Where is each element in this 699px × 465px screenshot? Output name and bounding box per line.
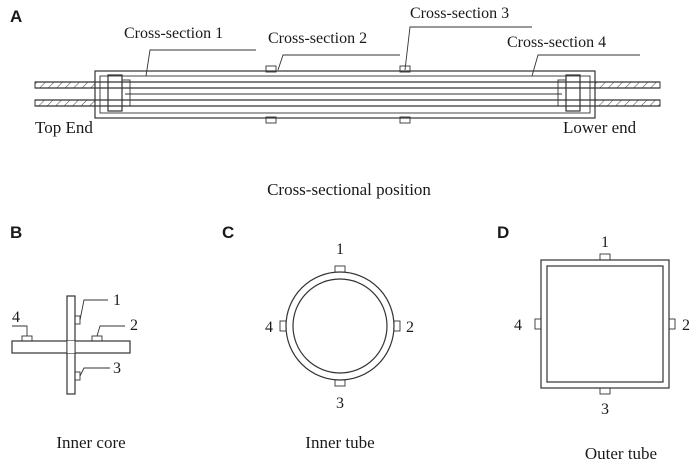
leader-b-3 xyxy=(79,367,110,377)
num-c-4: 4 xyxy=(265,319,273,336)
gauge-d-1 xyxy=(599,253,611,261)
label-cross-section-1: Cross-section 1 xyxy=(124,25,223,42)
caption-inner-core: Inner core xyxy=(56,433,125,452)
num-d-2: 2 xyxy=(682,317,690,334)
panel-a: A Cross-section 1 Cross-section 2 Cro xyxy=(10,5,661,199)
label-cross-section-4: Cross-section 4 xyxy=(507,34,606,51)
inner-tube-side-view xyxy=(99,75,591,114)
gauge-c-4 xyxy=(279,320,287,332)
num-c-2: 2 xyxy=(406,319,414,336)
caption-cross-sectional-position: Cross-sectional position xyxy=(267,180,431,199)
core-intersection xyxy=(67,341,75,353)
label-cross-section-2: Cross-section 2 xyxy=(268,30,367,47)
gauge-b-4 xyxy=(21,335,33,342)
panel-d: D 1 2 3 4 Outer tube xyxy=(497,223,690,463)
inner-tube-outer-circle xyxy=(285,271,395,381)
leader-b-4 xyxy=(12,325,28,336)
caption-inner-tube: Inner tube xyxy=(305,433,374,452)
label-cross-section-3: Cross-section 3 xyxy=(410,5,509,22)
num-b-3: 3 xyxy=(113,360,121,377)
caption-outer-tube: Outer tube xyxy=(585,444,657,463)
num-c-1: 1 xyxy=(336,241,344,258)
leader-b-1 xyxy=(79,299,108,321)
leader-cs3 xyxy=(404,26,532,71)
gauge-cs3-bottom xyxy=(399,116,411,124)
label-top-end: Top End xyxy=(35,118,93,137)
outer-tube-inner-square xyxy=(546,265,664,383)
gauge-cs2-top xyxy=(265,65,277,73)
panel-letter-c: C xyxy=(222,223,234,242)
num-c-3: 3 xyxy=(336,395,344,412)
hatch-left-lower xyxy=(34,99,96,107)
end-plate-left xyxy=(121,79,131,107)
leader-cs4 xyxy=(531,54,640,77)
leader-cs2 xyxy=(277,54,400,71)
panel-c: C 1 2 3 4 Inner tube xyxy=(222,223,414,452)
gauge-d-2 xyxy=(668,318,676,330)
inner-tube-inner-circle xyxy=(292,278,388,374)
leader-cs1 xyxy=(145,49,256,77)
end-plate-right xyxy=(557,79,567,107)
gauge-b-1 xyxy=(74,315,81,325)
gauge-c-3 xyxy=(334,379,346,387)
gauge-b-2 xyxy=(91,335,103,342)
num-b-2: 2 xyxy=(130,317,138,334)
panel-b: B 1 2 3 4 Inner core xyxy=(10,223,138,452)
outer-tube-side-view xyxy=(94,70,596,119)
gauge-d-4 xyxy=(534,318,542,330)
gauge-c-1 xyxy=(334,265,346,273)
leader-b-2 xyxy=(96,325,125,337)
gauge-b-3 xyxy=(74,371,81,381)
outer-tube-outer-square xyxy=(540,259,670,389)
panel-letter-d: D xyxy=(497,223,509,242)
num-d-1: 1 xyxy=(601,234,609,251)
hatch-left-upper xyxy=(34,81,96,89)
num-b-1: 1 xyxy=(113,292,121,309)
num-b-4: 4 xyxy=(12,309,20,326)
panel-letter-a: A xyxy=(10,7,22,26)
num-d-3: 3 xyxy=(601,401,609,418)
gauge-d-3 xyxy=(599,387,611,395)
gauge-cs2-bottom xyxy=(265,116,277,124)
gauge-cs3-top xyxy=(399,65,411,73)
num-d-4: 4 xyxy=(514,317,522,334)
panel-letter-b: B xyxy=(10,223,22,242)
hatch-right-upper xyxy=(594,81,661,89)
hatch-right-lower xyxy=(594,99,661,107)
gauge-c-2 xyxy=(393,320,401,332)
label-lower-end: Lower end xyxy=(563,118,637,137)
